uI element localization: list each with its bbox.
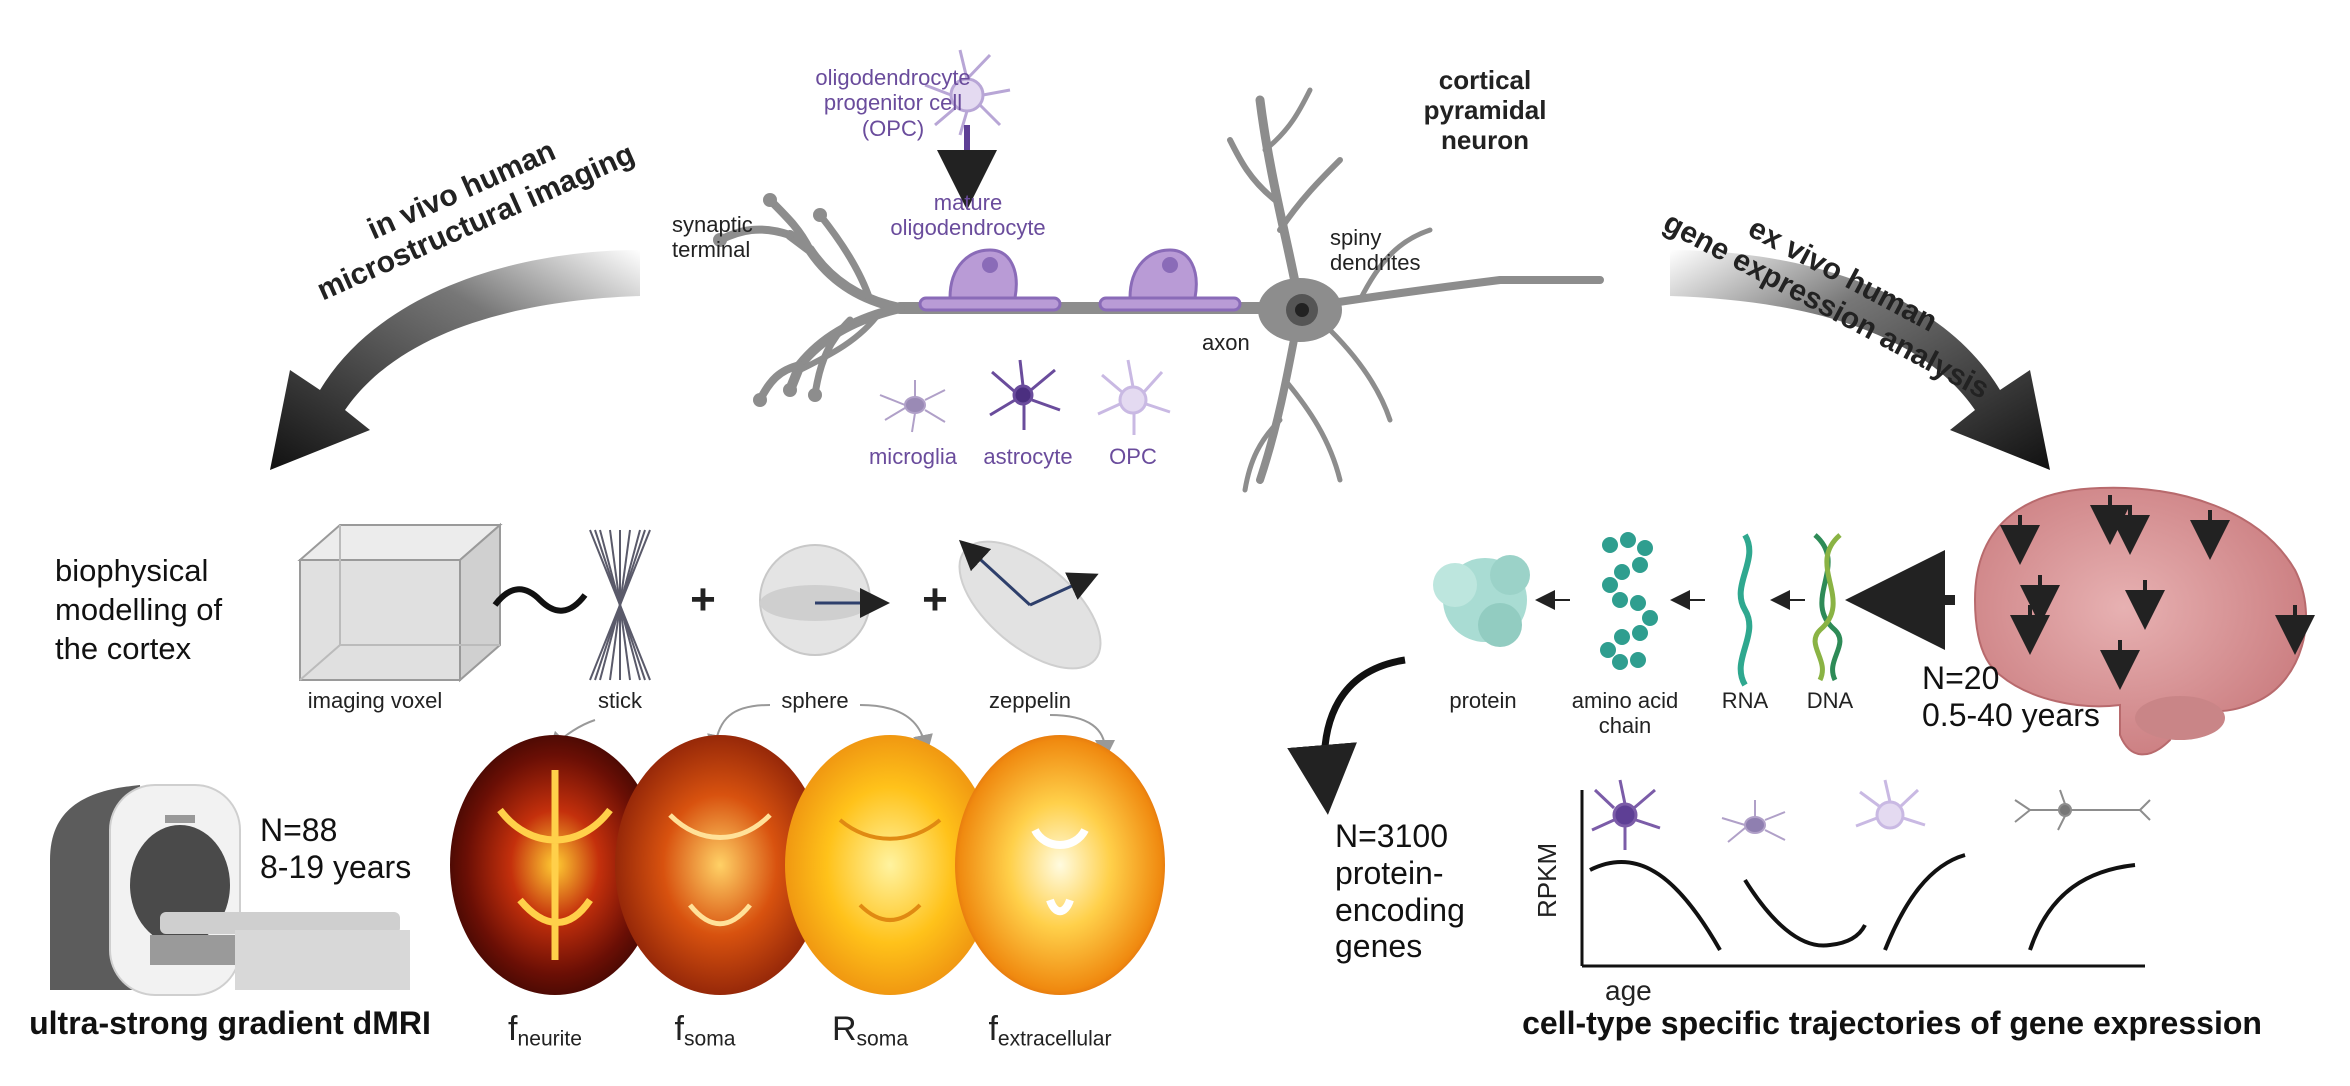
synaptic-terminal-label: synaptic terminal [672,212,753,263]
map-fsoma [615,735,825,995]
mri-sample-label: N=88 8-19 years [260,812,412,885]
arrow-protein-to-genes [1287,656,1406,815]
fextracellular-label: fextracellular [988,1010,1111,1052]
brain-icon [1973,486,2315,756]
trajectory-opc-icon [1855,779,1926,830]
trajectory-microglia-icon [1721,800,1786,843]
protein-label: protein [1449,688,1517,713]
protein-icon [1433,555,1530,647]
amino-acid-chain-label: amino acid chain [1571,688,1679,739]
astrocyte-icon [989,359,1061,430]
trajectory-astrocyte-icon [1591,779,1661,850]
opc-top-icon [924,49,1011,136]
stick-compartment [589,529,651,681]
dna-label: DNA [1806,688,1854,713]
fsoma-main: f [674,1010,684,1048]
age-axis-label: age [1605,975,1652,1006]
axon-label: axon [1202,330,1250,355]
microglia-label: microglia [868,444,958,469]
trajectory-axes [1580,790,2145,968]
fsoma-label: fsoma [675,1010,736,1052]
fneurite-sub: neurite [517,1027,582,1051]
opc-small-label: OPC [1109,444,1157,469]
tilde-symbol [492,586,588,614]
imaging-voxel-label: imaging voxel [307,688,443,713]
rsoma-sub: soma [856,1027,909,1051]
mri-title: ultra-strong gradient dMRI [29,1005,431,1041]
map-fextracellular [955,735,1165,995]
brain-sample-label: N=20 0.5-40 years [1922,660,2100,733]
gene-count-label: N=3100 protein- encoding genes [1335,818,1465,965]
trajectory-curves [1589,853,2136,951]
fneurite-label: fneurite [508,1010,582,1052]
dna-icon [1812,533,1843,682]
opc-label: oligodendrocyte progenitor cell (OPC) [815,65,971,141]
map-rsoma [785,735,995,995]
rsoma-label: Rsoma [832,1010,908,1052]
mri-scanner [50,784,410,996]
zeppelin-compartment [958,539,1102,670]
gene-trajectories-title: cell-type specific trajectories of gene … [1522,1005,2262,1041]
stick-label: stick [598,688,642,713]
fsoma-sub: soma [683,1027,736,1051]
left-curved-arrow [270,250,640,470]
astrocyte-label: astrocyte [983,444,1073,469]
neuron-soma [1258,278,1342,342]
sphere-compartment [759,544,890,656]
cortical-pyramidal-neuron-label: cortical pyramidal neuron [1423,65,1547,155]
plus-sign-1: + [690,575,716,624]
myelinating-oligodendrocytes [918,248,1242,312]
spiny-dendrites-label: spiny dendrites [1330,225,1421,276]
fneurite-main: f [508,1010,518,1048]
map-fneurite [450,735,660,995]
sphere-label: sphere [781,688,849,713]
fextracellular-sub: extracellular [997,1027,1112,1051]
imaging-voxel-cube [297,522,503,683]
opc-bottom-icon [1097,359,1171,435]
microglia-icon [879,380,946,433]
plus-sign-2: + [922,575,948,624]
biophysical-modelling-label: biophysical modelling of the cortex [55,553,223,666]
rna-label: RNA [1721,688,1769,713]
amino-acid-chain-icon [1600,532,1658,670]
rsoma-main: R [831,1010,857,1048]
mature-oligodendrocyte-label: mature oligodendrocyte [890,190,1046,241]
rna-icon [1737,533,1753,687]
fextracellular-main: f [988,1010,998,1048]
trajectory-neuron-icon [2014,789,2151,831]
trajectory-cell-icons [1591,779,2151,850]
right-curved-arrow [1670,250,2050,470]
rpkm-axis-label: RPKM [1532,842,1562,918]
zeppelin-label: zeppelin [989,688,1071,713]
